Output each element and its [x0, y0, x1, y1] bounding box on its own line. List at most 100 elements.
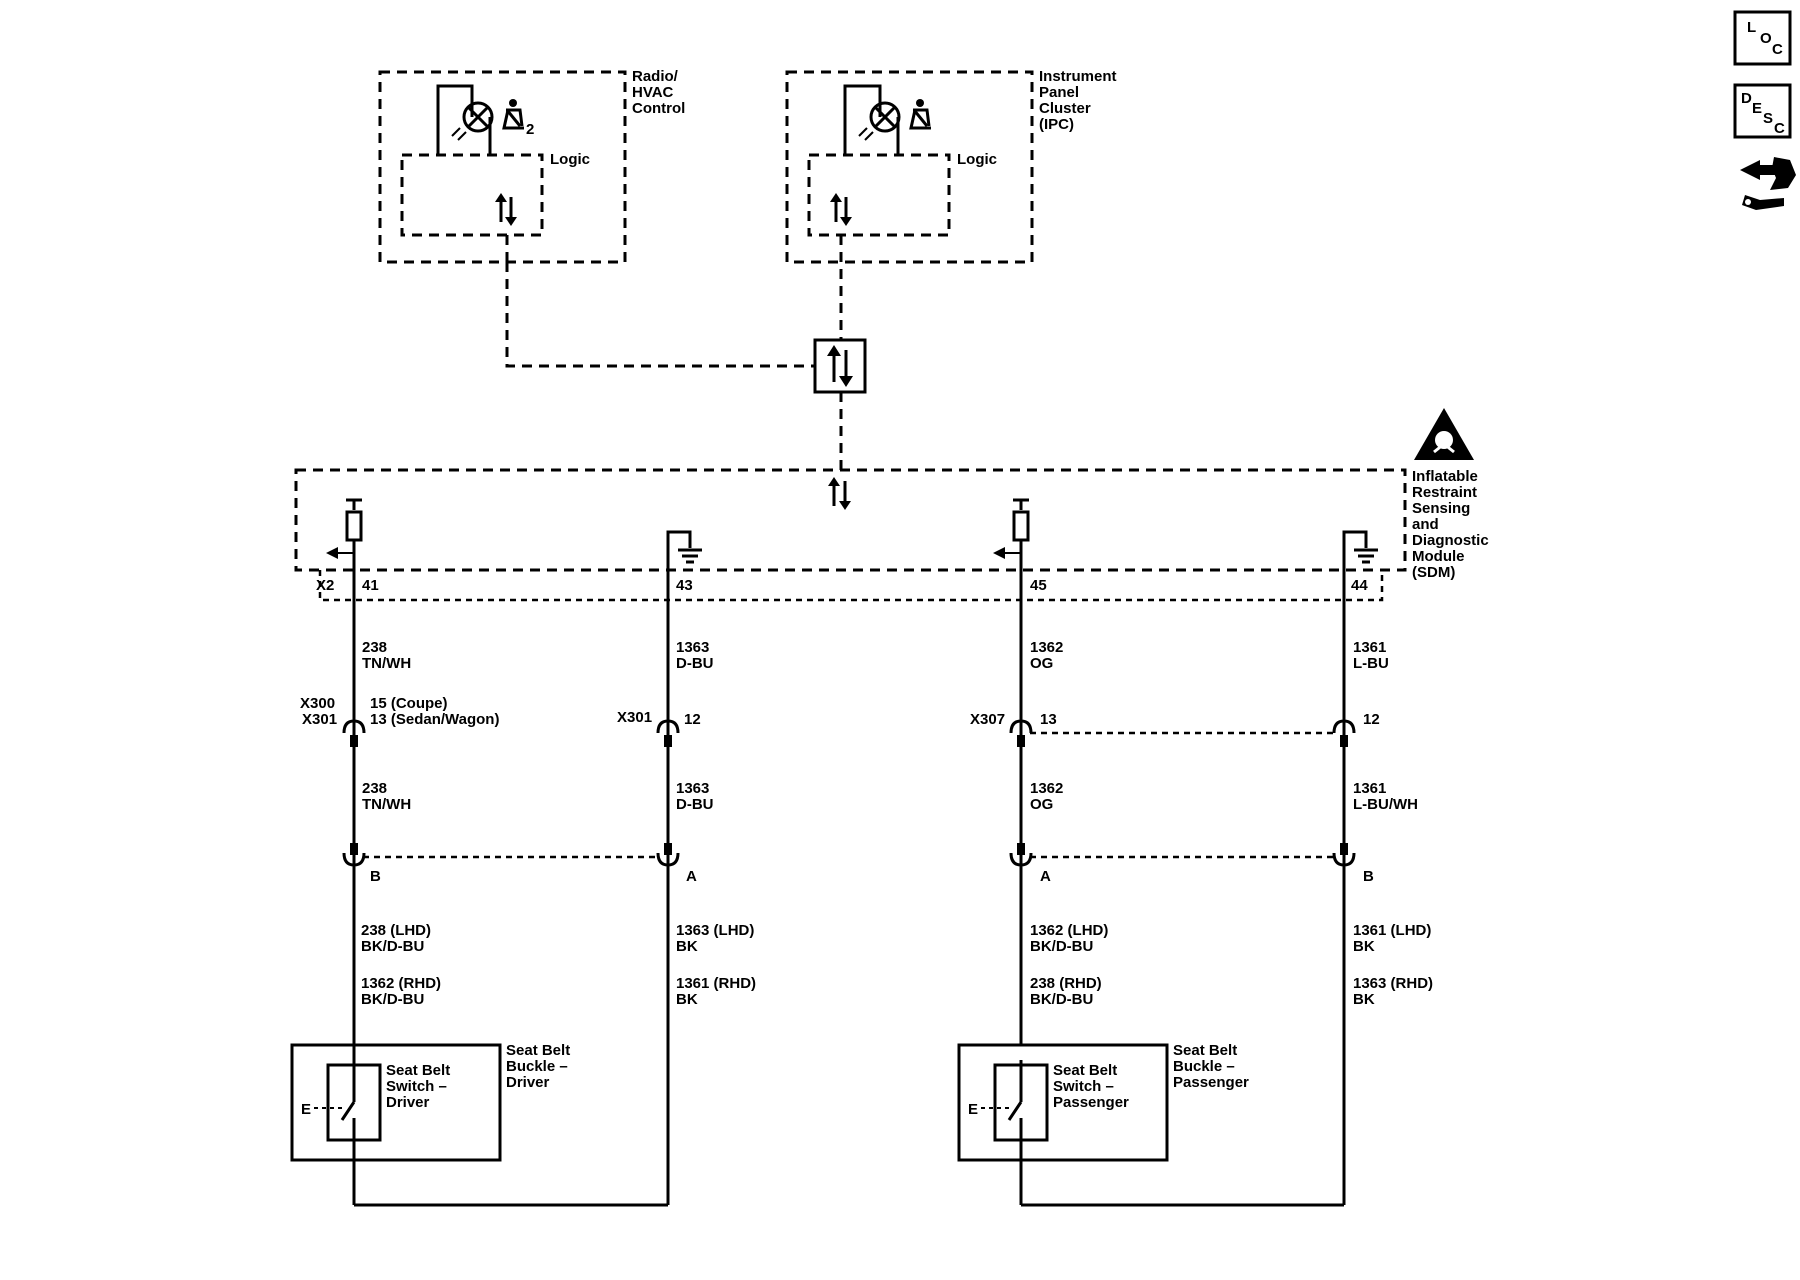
data-arrows-icon — [830, 193, 852, 226]
inline-x307-pin-b: 12 — [1363, 711, 1380, 728]
radio-name-line-1: Radio/ — [632, 68, 679, 85]
sdm-ground-44 — [1342, 530, 1378, 570]
wire-1363-mid-circuit: 1363 — [676, 780, 709, 797]
inline-x300-pin: 15 (Coupe) — [370, 695, 448, 712]
wire-238-upper-color: TN/WH — [362, 655, 411, 672]
inline-x307-pin: 13 — [1040, 711, 1057, 728]
inline-x300-label: X300 — [300, 695, 335, 712]
wire-lower-2-lhd-circuit: 1363 (LHD) — [676, 922, 754, 939]
driver-buckle-line-3: Driver — [506, 1074, 550, 1091]
seat-belt-buckle-driver: E Seat Belt Switch – Driver Seat Belt Bu… — [290, 1042, 570, 1162]
driver-switch-line-1: Seat Belt — [386, 1062, 450, 1079]
passenger-buckle-line-3: Passenger — [1173, 1074, 1249, 1091]
wire-lower-4-lhd-circuit: 1361 (LHD) — [1353, 922, 1431, 939]
sdm-name-line-5: Diagnostic — [1412, 532, 1489, 549]
wire-paths — [352, 570, 1346, 1207]
sdm-name-line-3: Sensing — [1412, 500, 1470, 517]
wire-1362-mid-color: OG — [1030, 796, 1053, 813]
wire-1362-upper-color: OG — [1030, 655, 1053, 672]
connector-pin-43: 43 — [676, 577, 693, 594]
connector-x2-label: X2 — [316, 577, 334, 594]
radio-name-line-3: Control — [632, 100, 685, 117]
wire-lower-4-rhd-color: BK — [1353, 991, 1375, 1008]
loc-letter-c: C — [1772, 41, 1783, 58]
passenger-e-label: E — [968, 1101, 978, 1118]
ipc-name-line-1: Instrument — [1039, 68, 1117, 85]
wire-lower-2-rhd-circuit: 1361 (RHD) — [676, 975, 756, 992]
sdm-pullup-circuit-45 — [993, 498, 1030, 570]
wire-1363-mid-color: D-BU — [676, 796, 714, 813]
wire-238-mid-color: TN/WH — [362, 796, 411, 813]
radio-badge-number: 2 — [526, 121, 534, 138]
wire-lower-1-rhd-circuit: 1362 (RHD) — [361, 975, 441, 992]
wire-1361-mid-color: L-BU/WH — [1353, 796, 1418, 813]
desc-letter-c: C — [1774, 120, 1785, 137]
sdm-name-line-2: Restraint — [1412, 484, 1477, 501]
serial-data-lines — [505, 235, 843, 470]
wire-lower-3-lhd-circuit: 1362 (LHD) — [1030, 922, 1108, 939]
airbag-warning-icon — [1414, 408, 1474, 460]
wire-lower-1-lhd-color: BK/D-BU — [361, 938, 424, 955]
buckle-pin-pass-a: A — [1040, 868, 1051, 885]
wire-lower-2-rhd-color: BK — [676, 991, 698, 1008]
passenger-switch-line-2: Switch – — [1053, 1078, 1114, 1095]
radio-name-line-2: HVAC — [632, 84, 674, 101]
wire-1362-upper-circuit: 1362 — [1030, 639, 1063, 656]
ipc-name-line-3: Cluster — [1039, 100, 1091, 117]
passenger-buckle-line-1: Seat Belt — [1173, 1042, 1237, 1059]
driver-buckle-line-1: Seat Belt — [506, 1042, 570, 1059]
driver-switch-line-3: Driver — [386, 1094, 430, 1111]
wire-1361-mid-circuit: 1361 — [1353, 780, 1386, 797]
indicator-lamp-icon — [451, 101, 494, 141]
inline-x307-label: X307 — [970, 711, 1005, 728]
inline-x301-b-label: X301 — [617, 709, 652, 726]
ipc-module: Logic Instrument Panel Cluster (IPC) — [785, 68, 1117, 264]
passenger-buckle-line-2: Buckle – — [1173, 1058, 1235, 1075]
connector-pin-45: 45 — [1030, 577, 1047, 594]
inline-x301-label: X301 — [302, 711, 337, 728]
inline-x301-b-pin: 12 — [684, 711, 701, 728]
buckle-pin-pass-b: B — [1363, 868, 1374, 885]
data-arrows-icon — [495, 193, 517, 226]
indicator-lamp-icon — [858, 101, 901, 141]
serial-data-splice-icon — [813, 338, 867, 394]
sdm-name-line-6: Module — [1412, 548, 1465, 565]
wire-1363-upper-color: D-BU — [676, 655, 714, 672]
seat-belt-buckle-passenger: E Seat Belt Switch – Passenger Seat Belt… — [957, 1042, 1249, 1162]
buckle-pin-driver-b: B — [370, 868, 381, 885]
wire-lower-3-rhd-circuit: 238 (RHD) — [1030, 975, 1102, 992]
desc-letter-e: E — [1752, 100, 1762, 117]
wire-lower-1-lhd-circuit: 238 (LHD) — [361, 922, 431, 939]
radio-logic-label: Logic — [550, 151, 590, 168]
connector-pin-44: 44 — [1351, 577, 1368, 594]
loc-letter-o: O — [1760, 30, 1772, 47]
ipc-logic-label: Logic — [957, 151, 997, 168]
driver-switch-line-2: Switch – — [386, 1078, 447, 1095]
loc-icon[interactable]: L O C — [1733, 10, 1792, 66]
inline-connector-symbols — [342, 719, 1356, 867]
seat-belt-icon — [909, 99, 931, 130]
connector-pin-41: 41 — [362, 577, 379, 594]
buckle-pin-driver-a: A — [686, 868, 697, 885]
inline-x301-pin: 13 (Sedan/Wagon) — [370, 711, 499, 728]
driver-e-label: E — [301, 1101, 311, 1118]
sdm-module: Inflatable Restraint Sensing and Diagnos… — [294, 408, 1489, 602]
desc-letter-d: D — [1741, 90, 1752, 107]
sdm-ground-43 — [666, 530, 702, 570]
ipc-name-line-2: Panel — [1039, 84, 1079, 101]
passenger-switch-line-1: Seat Belt — [1053, 1062, 1117, 1079]
sdm-pullup-circuit-41 — [326, 498, 363, 570]
wire-238-mid-circuit: 238 — [362, 780, 387, 797]
wire-lower-2-lhd-color: BK — [676, 938, 698, 955]
driver-buckle-line-2: Buckle – — [506, 1058, 568, 1075]
wire-1361-upper-color: L-BU — [1353, 655, 1389, 672]
wire-1362-mid-circuit: 1362 — [1030, 780, 1063, 797]
passenger-switch-line-3: Passenger — [1053, 1094, 1129, 1111]
sdm-name-line-7: (SDM) — [1412, 564, 1455, 581]
sdm-name-line-1: Inflatable — [1412, 468, 1478, 485]
desc-icon[interactable]: D E S C — [1733, 83, 1792, 139]
wrench-connector-icon[interactable] — [1740, 157, 1796, 210]
data-arrows-icon — [828, 477, 851, 510]
wire-238-upper-circuit: 238 — [362, 639, 387, 656]
